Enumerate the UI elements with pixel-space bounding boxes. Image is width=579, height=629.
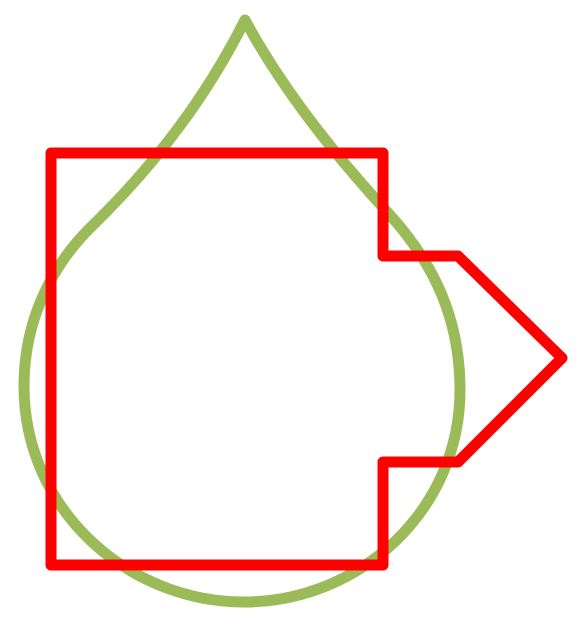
- arrow-callout-shape[interactable]: [45, 147, 568, 571]
- teardrop-shape[interactable]: [18, 14, 466, 608]
